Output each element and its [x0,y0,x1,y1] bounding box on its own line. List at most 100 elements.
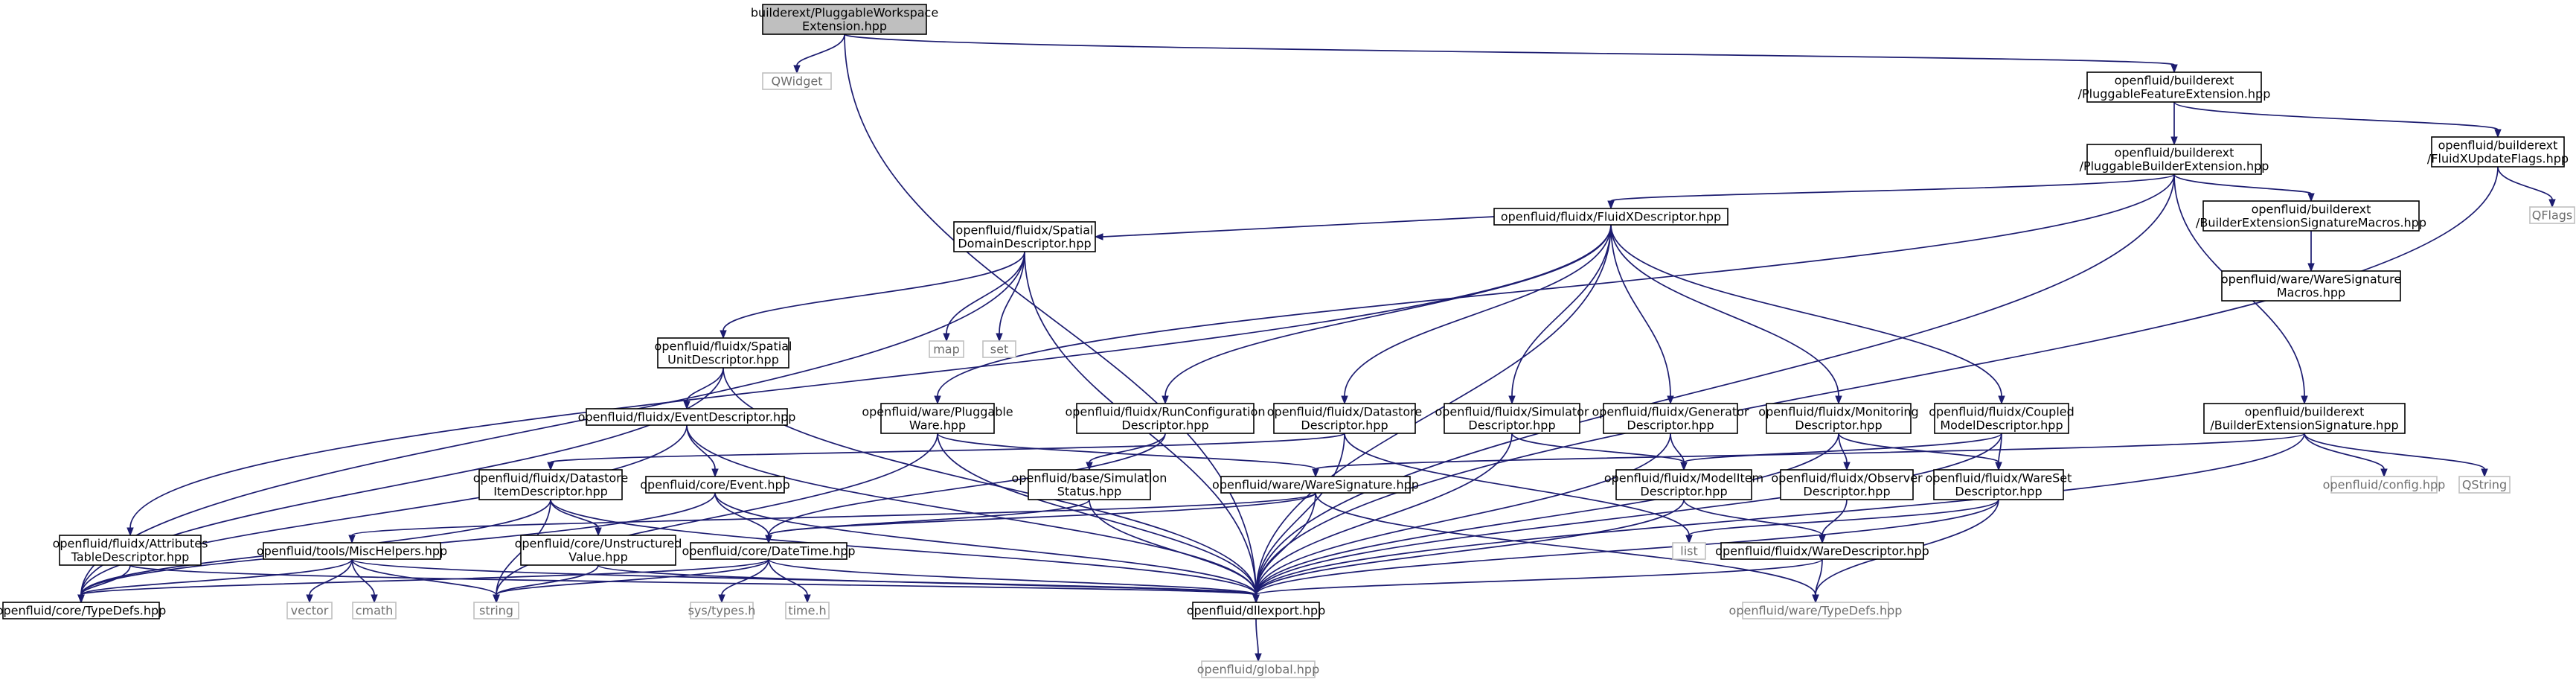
node-set[interactable]: set [982,340,1016,358]
node-event[interactable]: openfluid/core/Event.hpp [640,476,790,494]
node-box [1444,403,1580,434]
node-fuf[interactable]: openfluid/builderext/FluidXUpdateFlags.h… [2427,136,2569,168]
node-list[interactable]: list [1672,542,1706,560]
node-vector[interactable]: vector [286,602,333,619]
node-config[interactable]: openfluid/config.hpp [2323,476,2446,494]
node-systypes[interactable]: sys/types.h [688,602,756,619]
edge-fxd-to-gend [1610,224,1674,405]
node-cmd[interactable]: openfluid/fluidx/CoupledModelDescriptor.… [1929,403,2074,434]
edge-pfe-to-fuf [2173,101,2502,138]
arrowhead [2380,468,2388,478]
arrowhead [348,535,356,544]
arrowhead [2170,136,2178,146]
node-box [762,4,927,35]
node-root[interactable]: builderext/PluggableWorkspaceExtension.h… [751,4,938,35]
node-pbe[interactable]: openfluid/builderext/PluggableBuilderExt… [2080,144,2269,175]
node-pfe[interactable]: openfluid/builderext/PluggableFeatureExt… [2078,71,2271,103]
node-dt[interactable]: openfluid/core/DateTime.hpp [682,542,856,560]
edge-fxd-to-simd [1508,224,1612,405]
node-label: Descriptor.hpp [1468,418,1555,433]
node-box [2203,403,2406,434]
node-fxd[interactable]: openfluid/fluidx/FluidXDescriptor.hpp [1493,208,1728,226]
edge-line [1815,558,1823,596]
node-box [1780,469,1914,500]
node-mond[interactable]: openfluid/fluidx/MonitoringDescriptor.hp… [1758,403,1919,434]
edges-layer [77,34,2556,663]
node-box [1076,403,1255,434]
node-qstring[interactable]: QString [2458,476,2511,494]
node-box [1742,602,1889,619]
edge-line [1511,433,1685,463]
node-sud[interactable]: openfluid/fluidx/SpatialUnitDescriptor.h… [655,337,792,369]
edge-line [80,558,769,596]
node-dll[interactable]: openfluid/dllexport.hpp [1187,602,1326,619]
edge-line [2497,166,2553,200]
node-qflags[interactable]: QFlags [2529,206,2575,224]
edge-line [2173,101,2499,130]
node-global[interactable]: openfluid/global.hpp [1197,660,1319,678]
node-label: openfluid/builderext [2115,146,2234,160]
edge-cmd-to-mid [1680,433,2002,471]
node-atd[interactable]: openfluid/fluidx/AttributesTableDescript… [53,535,208,566]
node-wd[interactable]: openfluid/fluidx/WareDescriptor.hpp [1715,542,1929,560]
edge-line [550,433,1345,463]
node-label: ItemDescriptor.hpp [493,485,608,499]
node-string[interactable]: string [473,602,519,619]
node-bes[interactable]: openfluid/builderext/BuilderExtensionSig… [2203,403,2406,434]
arrowhead [683,401,691,410]
edge-bes-to-config [2304,433,2388,478]
arrowhead [1812,594,1819,604]
arrowhead [1819,535,1826,544]
node-ctd[interactable]: openfluid/core/TypeDefs.hpp [0,602,166,619]
node-besm[interactable]: openfluid/builderext/BuilderExtensionSig… [2196,200,2426,232]
node-box [1220,476,1411,494]
edge-line [1255,618,1259,654]
node-label: /BuilderExtensionSignatureMacros.hpp [2196,216,2426,230]
node-label: Descriptor.hpp [1955,485,2042,499]
node-label: Descriptor.hpp [1803,485,1890,499]
node-rcd[interactable]: openfluid/fluidx/RunConfigurationDescrip… [1065,403,1266,434]
node-box [520,535,676,566]
edge-line [768,558,808,596]
node-cmath[interactable]: cmath [352,602,397,619]
arrowhead [493,594,500,604]
node-label: openfluid/fluidx/ModelItem [1604,471,1763,485]
edge-line [1344,433,1690,536]
node-box [762,72,832,90]
edge-fxd-to-rcd [1162,224,1612,405]
nodes-layer: builderext/PluggableWorkspaceExtension.h… [0,4,2575,678]
edge-line [1838,433,1999,463]
edge-line [2173,173,2312,194]
node-qwidget[interactable]: QWidget [762,72,832,90]
edge-line [129,564,1257,596]
node-dsid[interactable]: openfluid/fluidx/DatastoreItemDescriptor… [473,469,629,500]
node-ws[interactable]: openfluid/ware/WareSignature.hpp [1212,476,1419,494]
node-evd[interactable]: openfluid/fluidx/EventDescriptor.hpp [578,408,796,426]
edge-dt-to-systypes [718,558,769,604]
node-misc[interactable]: openfluid/tools/MiscHelpers.hpp [257,542,447,560]
node-label: QWidget [772,74,823,89]
node-label: openfluid/builderext [2438,138,2558,153]
arrowhead [2307,263,2315,273]
edge-line [946,251,1025,334]
edge-line [1610,224,1671,397]
node-wtd[interactable]: openfluid/ware/TypeDefs.hpp [1729,602,1903,619]
node-timeh[interactable]: time.h [785,602,830,619]
edge-pbe-to-besm [2173,173,2315,203]
arrowhead [2301,395,2308,405]
edge-root-to-qwidget [793,34,845,74]
node-label: openfluid/fluidx/WareDescriptor.hpp [1715,544,1929,558]
edge-line [1255,499,1999,596]
node-map[interactable]: map [929,340,964,358]
node-sdd[interactable]: openfluid/fluidx/SpatialDomainDescriptor… [953,221,1096,252]
